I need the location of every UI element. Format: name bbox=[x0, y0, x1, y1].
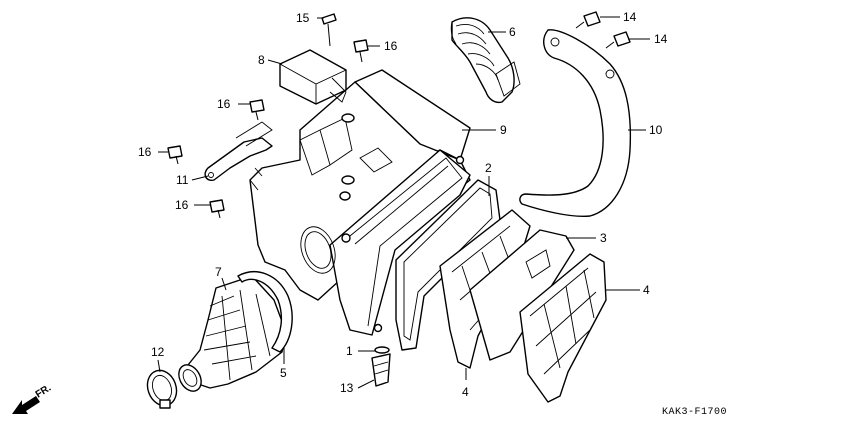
air-cleaner-case-part bbox=[249, 69, 471, 336]
callout-8: 8 bbox=[258, 53, 265, 67]
intake-duct-part bbox=[450, 17, 521, 104]
diagram-code: KAK3-F1700 bbox=[662, 407, 727, 418]
bolt-14-lower bbox=[605, 31, 631, 49]
callouts: 15 6 14 14 16 8 16 9 10 16 11 2 16 3 7 4… bbox=[138, 10, 668, 399]
hose-clamp-part bbox=[146, 369, 178, 409]
callout-14-lower: 14 bbox=[654, 32, 668, 46]
callout-4-bottom: 4 bbox=[462, 385, 469, 399]
callout-4-right: 4 bbox=[643, 283, 650, 297]
callout-11: 11 bbox=[176, 173, 189, 187]
callout-13: 13 bbox=[340, 381, 354, 395]
callout-16-d: 16 bbox=[175, 198, 189, 212]
callout-5: 5 bbox=[280, 366, 287, 380]
callout-16-c: 16 bbox=[138, 145, 152, 159]
cover-plate-part bbox=[519, 29, 632, 218]
callout-14-upper: 14 bbox=[623, 10, 637, 24]
front-direction-marker: FR. bbox=[12, 383, 53, 414]
clamp-band-part bbox=[237, 271, 293, 353]
callout-9: 9 bbox=[500, 123, 507, 137]
callout-1: 1 bbox=[346, 344, 353, 358]
bracket-part bbox=[204, 121, 273, 182]
filter-element-part bbox=[469, 229, 575, 361]
bolt-16-d bbox=[209, 199, 225, 219]
callout-7: 7 bbox=[215, 265, 222, 279]
callout-2: 2 bbox=[485, 161, 492, 175]
callout-16-a: 16 bbox=[384, 39, 398, 53]
bolt-14-upper bbox=[575, 11, 601, 29]
bolt-16-b bbox=[249, 99, 265, 121]
callout-12: 12 bbox=[151, 345, 165, 359]
leader-lines bbox=[157, 16, 650, 389]
bolt-15 bbox=[321, 13, 337, 47]
front-arrow-icon bbox=[12, 396, 40, 414]
callout-10: 10 bbox=[649, 123, 663, 137]
module-part bbox=[279, 49, 347, 105]
filter-holder-part bbox=[519, 253, 607, 403]
bolt-16-a bbox=[353, 39, 369, 63]
callout-6: 6 bbox=[509, 25, 516, 39]
intake-boot-part bbox=[178, 275, 287, 392]
callout-15: 15 bbox=[296, 11, 310, 25]
callout-3: 3 bbox=[600, 231, 607, 245]
callout-16-b: 16 bbox=[217, 97, 231, 111]
bolt-16-c bbox=[167, 145, 183, 165]
drain-plug-part bbox=[371, 346, 391, 387]
